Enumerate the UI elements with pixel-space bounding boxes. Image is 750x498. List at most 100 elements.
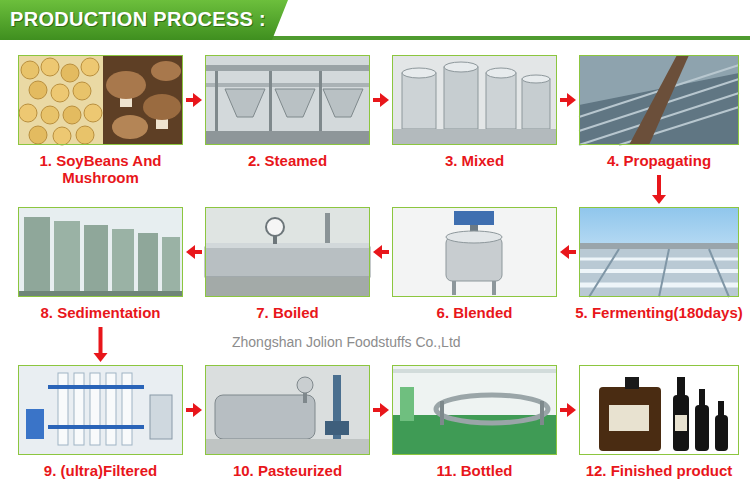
- arrow-shaft: [560, 408, 568, 412]
- process-step: 11. Bottled: [392, 365, 557, 482]
- flow-arrow: [652, 175, 666, 204]
- jar-row: [659, 249, 669, 297]
- photo-frame: [18, 365, 183, 455]
- float-ball: [297, 377, 313, 393]
- process-step: 4. Propagating: [579, 55, 739, 172]
- tank-leg: [492, 281, 496, 295]
- steel-post: [269, 71, 272, 141]
- arrow-shaft: [373, 98, 381, 102]
- bottling-line-photo: [392, 365, 557, 455]
- control-box: [150, 395, 172, 439]
- soybean: [81, 58, 99, 76]
- photo-ground: [205, 207, 370, 297]
- membrane-column: [122, 373, 132, 445]
- step-caption: 9. (ultra)Filtered: [43, 462, 159, 479]
- process-step: 9. (ultra)Filtered: [18, 365, 183, 482]
- bottle-label: [675, 415, 687, 431]
- conveyor-leg: [440, 401, 444, 425]
- membrane-column: [74, 373, 84, 445]
- arrow-head: [567, 93, 576, 107]
- arrow-head: [193, 93, 202, 107]
- process-step: 1. SoyBeans And Mushroom: [18, 55, 183, 189]
- trough-rim: [205, 243, 370, 248]
- gauge-pipe: [273, 236, 277, 244]
- step-caption: 12. Finished product: [585, 462, 734, 479]
- mixing-tanks-photo: [392, 55, 557, 145]
- silo: [24, 217, 50, 297]
- soybean: [51, 84, 69, 102]
- step-caption: 3. Mixed: [444, 152, 506, 169]
- step-caption: 11. Bottled: [436, 462, 514, 479]
- conveyor: [436, 395, 548, 423]
- membrane-column: [90, 373, 100, 445]
- photo-ground: [205, 55, 370, 145]
- bottle-neck: [699, 389, 705, 407]
- soybean: [53, 127, 71, 145]
- sauce-bottle: [715, 415, 728, 451]
- step-caption: 1. SoyBeans And Mushroom: [6, 152, 195, 187]
- arrow-shaft: [373, 408, 381, 412]
- step-caption: 5. Fermenting(180days): [574, 304, 744, 321]
- flow-arrow: [560, 403, 576, 417]
- mushroom-cap: [112, 115, 148, 139]
- process-step: 6. Blended: [392, 207, 557, 324]
- arrow-shaft: [568, 250, 576, 254]
- process-step: 5. Fermenting(180days): [579, 207, 739, 324]
- boiling-trough-photo: [205, 207, 370, 297]
- jug-cap: [625, 377, 639, 389]
- tank-leg: [452, 281, 456, 295]
- arrow-shaft: [381, 250, 389, 254]
- photo-ground: [579, 55, 739, 145]
- sky: [579, 207, 739, 297]
- photo-frame: [392, 55, 557, 145]
- photo-frame: [392, 365, 557, 455]
- silo: [138, 233, 158, 297]
- steel-trough: [205, 247, 370, 277]
- soybean: [21, 61, 39, 79]
- process-step: 10. Pasteurized: [205, 365, 370, 482]
- jar-row: [589, 249, 619, 297]
- soybean: [84, 104, 102, 122]
- flow-arrow: [186, 245, 202, 259]
- process-step: 2. Steamed: [205, 55, 370, 172]
- photo-frame: [205, 55, 370, 145]
- flow-arrow: [373, 245, 389, 259]
- photo-ground: [392, 55, 557, 145]
- tank-top: [446, 231, 502, 243]
- watermark-text: Zhongshan Jolion Foodstuffs Co.,Ltd: [232, 334, 461, 350]
- pressure-gauge: [266, 218, 284, 236]
- soybean: [76, 126, 94, 144]
- mushroom-cap: [151, 61, 181, 81]
- jar-row: [709, 249, 729, 297]
- tank-top: [522, 75, 550, 83]
- process-step: 7. Boiled: [205, 207, 370, 324]
- step-caption: 4. Propagating: [606, 152, 713, 169]
- soybean-mushroom-photo: [18, 55, 183, 145]
- arrow-head: [567, 403, 576, 417]
- floor: [392, 129, 557, 145]
- pasteurizer-photo: [205, 365, 370, 455]
- floor: [205, 131, 370, 145]
- steam-hopper: [275, 89, 315, 117]
- photo-frame: [579, 55, 739, 145]
- jar-row: [579, 283, 739, 288]
- tank-top: [444, 62, 478, 72]
- arrow-shaft: [560, 98, 568, 102]
- sauce-bottle: [673, 395, 689, 451]
- floor: [205, 439, 370, 455]
- photo-ground: [205, 365, 370, 455]
- soybean: [41, 58, 59, 76]
- steel-post: [215, 71, 218, 141]
- soybean: [19, 104, 37, 122]
- blue-pipe: [48, 425, 144, 429]
- building-line: [579, 243, 739, 249]
- steam-pipe: [325, 213, 330, 243]
- photo-ground: [18, 365, 183, 455]
- membrane-column: [106, 373, 116, 445]
- step-caption: 6. Blended: [436, 304, 514, 321]
- float-rod: [303, 393, 307, 403]
- step-caption: 10. Pasteurized: [232, 462, 344, 479]
- arrow-head: [652, 195, 666, 204]
- propagating-room-photo: [579, 55, 739, 145]
